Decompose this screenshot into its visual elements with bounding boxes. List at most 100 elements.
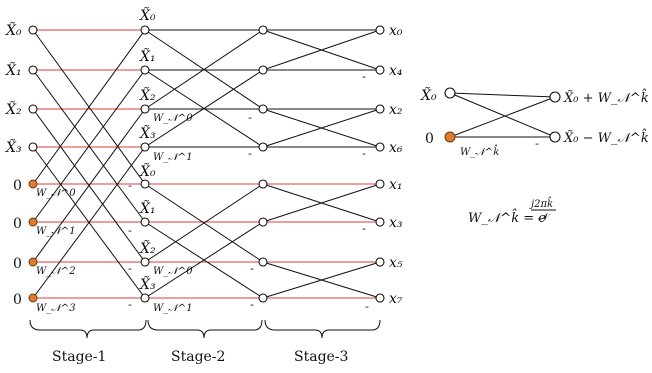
butterfly-node bbox=[549, 91, 561, 103]
stage2-node bbox=[258, 257, 268, 267]
formula-lhs: W_𝒩^k̂ = e bbox=[468, 208, 546, 226]
stage1-cross-lines bbox=[32, 29, 146, 299]
output-label: x₆ bbox=[389, 140, 403, 156]
butterfly-example: X̃₀ 0 W_𝒩^k̂ - X̃₀ + W_𝒩^k̂ × 0 X̃₀ − W_… bbox=[420, 86, 652, 158]
input-node bbox=[28, 65, 38, 75]
twiddle-label: W_𝒩^1 bbox=[153, 152, 193, 163]
output-label: x₃ bbox=[389, 215, 403, 231]
stage1-node bbox=[140, 179, 150, 189]
twiddle-formula: W_𝒩^k̂ = e j2πk̂ 𝒩 bbox=[468, 197, 556, 226]
stage-label: Stage-1 bbox=[52, 349, 106, 365]
formula-exponent-num: j2πk̂ bbox=[529, 197, 553, 210]
minus-sign: - bbox=[128, 224, 132, 237]
minus-sign: - bbox=[128, 298, 132, 311]
stage2-node bbox=[258, 179, 268, 189]
minus-sign: - bbox=[250, 262, 254, 275]
stage1-node bbox=[140, 293, 150, 303]
input-node bbox=[28, 25, 38, 35]
twiddle-label: W_𝒩^1 bbox=[36, 226, 76, 237]
output-label: x₂ bbox=[389, 102, 403, 118]
butterfly-node-zero bbox=[444, 131, 456, 143]
formula-exponent-den: 𝒩 bbox=[538, 212, 551, 223]
output-node bbox=[375, 25, 385, 35]
twiddle-label: W_𝒩^0 bbox=[153, 266, 193, 277]
twiddle-label: W_𝒩^0 bbox=[36, 188, 76, 199]
minus-signs: - - - - - - - - - - - - bbox=[128, 70, 369, 313]
output-label: x₁ bbox=[389, 177, 403, 193]
output-node bbox=[375, 142, 385, 152]
twiddle-label: W_𝒩^1 bbox=[153, 303, 193, 314]
twiddle-label: W_𝒩^2 bbox=[36, 266, 76, 277]
input-label: 0 bbox=[13, 178, 22, 194]
stage2-nodes bbox=[258, 25, 268, 303]
stage1-node bbox=[140, 142, 150, 152]
input-node-zero bbox=[28, 293, 38, 303]
input-labels: X̃₀ X̃₁ X̃₂ X̃₃ 0 0 0 0 bbox=[5, 21, 22, 308]
stage2-node bbox=[258, 142, 268, 152]
input-twiddle-labels: W_𝒩^0 W_𝒩^1 W_𝒩^2 W_𝒩^3 bbox=[36, 188, 76, 314]
input-label: 0 bbox=[13, 292, 22, 308]
stage3-lines bbox=[262, 29, 381, 299]
input-label: X̃₂ bbox=[5, 100, 22, 118]
minus-sign: - bbox=[250, 298, 254, 311]
stage1-label: X̃₃ bbox=[139, 124, 156, 142]
stage1-label: X̃₁ bbox=[139, 199, 156, 217]
input-label: X̃₁ bbox=[5, 61, 22, 79]
stage1-label: X̃₀ bbox=[139, 162, 156, 180]
butterfly-twiddle: W_𝒩^k̂ bbox=[460, 145, 499, 158]
butterfly-top-output: X̃₀ + W_𝒩^k̂ × 0 bbox=[563, 88, 652, 106]
butterfly-bottom-output: X̃₀ − W_𝒩^k̂ × 0 bbox=[563, 128, 652, 146]
minus-sign: - bbox=[248, 147, 252, 160]
output-label: x₇ bbox=[389, 291, 403, 307]
stage1-label: X̃₂ bbox=[139, 239, 156, 257]
stage1-label: X̃₂ bbox=[139, 86, 156, 104]
output-labels: x₀ x₄ x₂ x₆ x₁ x₃ x₅ x₇ bbox=[389, 23, 403, 307]
butterfly-minus: - bbox=[535, 137, 539, 150]
input-label: X̃₃ bbox=[5, 138, 22, 156]
stage2-node bbox=[258, 217, 268, 227]
butterfly-bottom-input: 0 bbox=[425, 131, 434, 147]
output-node bbox=[375, 257, 385, 267]
minus-sign: - bbox=[128, 262, 132, 275]
output-label: x₅ bbox=[389, 255, 403, 271]
input-label: 0 bbox=[13, 256, 22, 272]
stage2-node bbox=[258, 65, 268, 75]
minus-sign: - bbox=[248, 111, 252, 124]
twiddle-label: W_𝒩^3 bbox=[36, 303, 76, 314]
minus-sign: - bbox=[362, 147, 366, 160]
input-node-zero bbox=[28, 179, 38, 189]
minus-sign: - bbox=[128, 179, 132, 192]
output-node bbox=[375, 217, 385, 227]
stage1-node bbox=[140, 65, 150, 75]
minus-sign: - bbox=[362, 222, 366, 235]
butterfly-node bbox=[549, 131, 561, 143]
output-nodes bbox=[375, 25, 385, 303]
output-label: x₀ bbox=[389, 23, 403, 39]
stage-labels: Stage-1 Stage-2 Stage-3 bbox=[52, 349, 348, 365]
minus-sign: - bbox=[365, 300, 369, 313]
output-node bbox=[375, 65, 385, 75]
stage1-labels: X̃₀ X̃₁ X̃₂ X̃₃ X̃₀ X̃₁ X̃₂ X̃₃ bbox=[139, 6, 156, 293]
stage1-red-lines bbox=[33, 29, 145, 299]
stage1-node bbox=[140, 104, 150, 114]
twiddle-label: W_𝒩^0 bbox=[153, 113, 193, 124]
stage-label: Stage-2 bbox=[171, 349, 225, 365]
stage1-nodes bbox=[140, 25, 150, 303]
output-label: x₄ bbox=[389, 63, 403, 79]
input-node-zero bbox=[28, 257, 38, 267]
stage1-label: X̃₃ bbox=[139, 275, 156, 293]
stage1-node bbox=[140, 217, 150, 227]
stage2-node bbox=[258, 293, 268, 303]
stage2-node bbox=[258, 25, 268, 35]
input-node-zero bbox=[28, 217, 38, 227]
output-node bbox=[375, 104, 385, 114]
butterfly-top-input: X̃₀ bbox=[420, 86, 437, 104]
stage-braces bbox=[29, 319, 381, 339]
output-node bbox=[375, 293, 385, 303]
stage2-lines bbox=[144, 29, 264, 299]
stage1-label: X̃₀ bbox=[139, 6, 156, 24]
butterfly-node bbox=[444, 87, 456, 99]
input-node bbox=[28, 142, 38, 152]
stage1-label: X̃₁ bbox=[139, 47, 156, 65]
stage2-node bbox=[258, 104, 268, 114]
